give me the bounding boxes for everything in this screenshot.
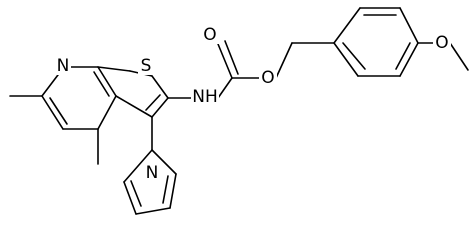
- pyrrole-ring: [123, 116, 177, 215]
- atom-label-bg: [191, 88, 219, 106]
- benzene-ring: [333, 7, 419, 77]
- bond: [151, 149, 177, 175]
- bond: [217, 43, 233, 79]
- pyridine-nitrogen-label: N: [57, 56, 70, 76]
- bond: [97, 66, 131, 72]
- bond: [162, 175, 169, 204]
- thiophene-ring: [97, 66, 169, 118]
- bond: [224, 40, 239, 75]
- bond: [151, 97, 169, 118]
- atom-label-bg: [55, 57, 71, 75]
- amine-nh-label: NH: [192, 87, 218, 107]
- bond: [135, 207, 171, 215]
- atom-label-bg: [138, 57, 154, 75]
- atom-labels: N S NH O O O N: [55, 25, 451, 183]
- pyridine-ring: [41, 66, 117, 130]
- bond: [275, 42, 293, 79]
- bond: [333, 7, 361, 44]
- bond: [123, 181, 137, 215]
- bond: [399, 42, 419, 77]
- ester-oxygen-label: O: [261, 68, 274, 88]
- atom-label-bg: [433, 34, 451, 52]
- bond: [123, 149, 153, 183]
- methoxy-oxygen-label: O: [435, 33, 448, 53]
- bond: [395, 42, 411, 70]
- atom-label-bg: [259, 69, 277, 87]
- atom-label-bg: [201, 26, 219, 44]
- bond: [97, 66, 117, 97]
- atom-label-bg: [144, 164, 160, 182]
- bond: [333, 42, 359, 77]
- carbonyl-oxygen-label: O: [203, 25, 216, 45]
- bond: [169, 173, 177, 209]
- methoxy-bond: [449, 42, 469, 71]
- bond: [41, 95, 64, 130]
- bond: [93, 71, 110, 97]
- bond: [49, 97, 68, 125]
- bond: [130, 180, 142, 207]
- thiophene-sulfur-label: S: [141, 56, 152, 76]
- bond: [97, 95, 117, 130]
- bond: [115, 95, 153, 118]
- bond: [342, 42, 366, 70]
- bond: [145, 94, 161, 111]
- bond: [217, 77, 233, 99]
- pyrrole-nitrogen-label: N: [146, 163, 159, 183]
- bond: [151, 75, 169, 99]
- bond: [399, 7, 419, 44]
